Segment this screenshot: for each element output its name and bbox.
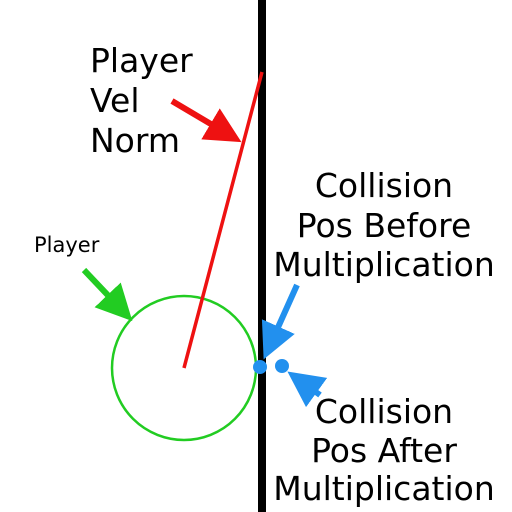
player-arrow [81, 267, 133, 322]
label-line: Pos After [311, 431, 457, 470]
label-line: Collision [315, 166, 453, 205]
velocity-vector-line [182, 71, 264, 369]
label-line: Pos Before [297, 206, 472, 245]
label-line: Multiplication [273, 469, 495, 508]
label-collision-after: Collision Pos After Multiplication [273, 392, 495, 508]
label-line: Collision [315, 392, 453, 431]
label-line: Player [90, 41, 193, 80]
label-line: Multiplication [273, 245, 495, 284]
label-player-vel-norm: Player Vel Norm [90, 41, 193, 160]
collision-after-arrow [287, 371, 328, 408]
collision-before-arrow [261, 283, 300, 360]
label-player: Player [34, 233, 100, 257]
label-collision-before: Collision Pos Before Multiplication [273, 166, 495, 284]
vel-norm-arrow [170, 98, 242, 143]
collision-point-after [275, 359, 289, 373]
label-line: Vel [90, 81, 139, 120]
label-line: Norm [90, 121, 180, 160]
collision-point-before [253, 360, 267, 374]
